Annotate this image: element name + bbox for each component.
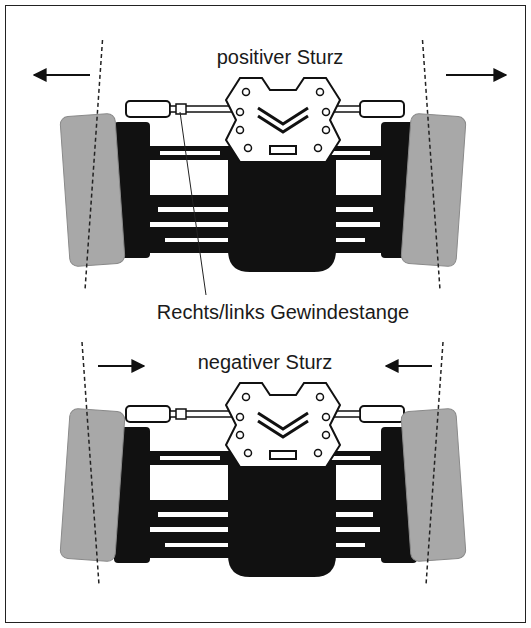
camber-title: negativer Sturz (195, 350, 336, 374)
part-label: Rechts/links Gewindestange (154, 300, 412, 324)
axle-positive (34, 40, 506, 295)
frame-border (6, 6, 526, 623)
camber-title: positiver Sturz (214, 45, 347, 69)
axle-negative (60, 342, 466, 585)
